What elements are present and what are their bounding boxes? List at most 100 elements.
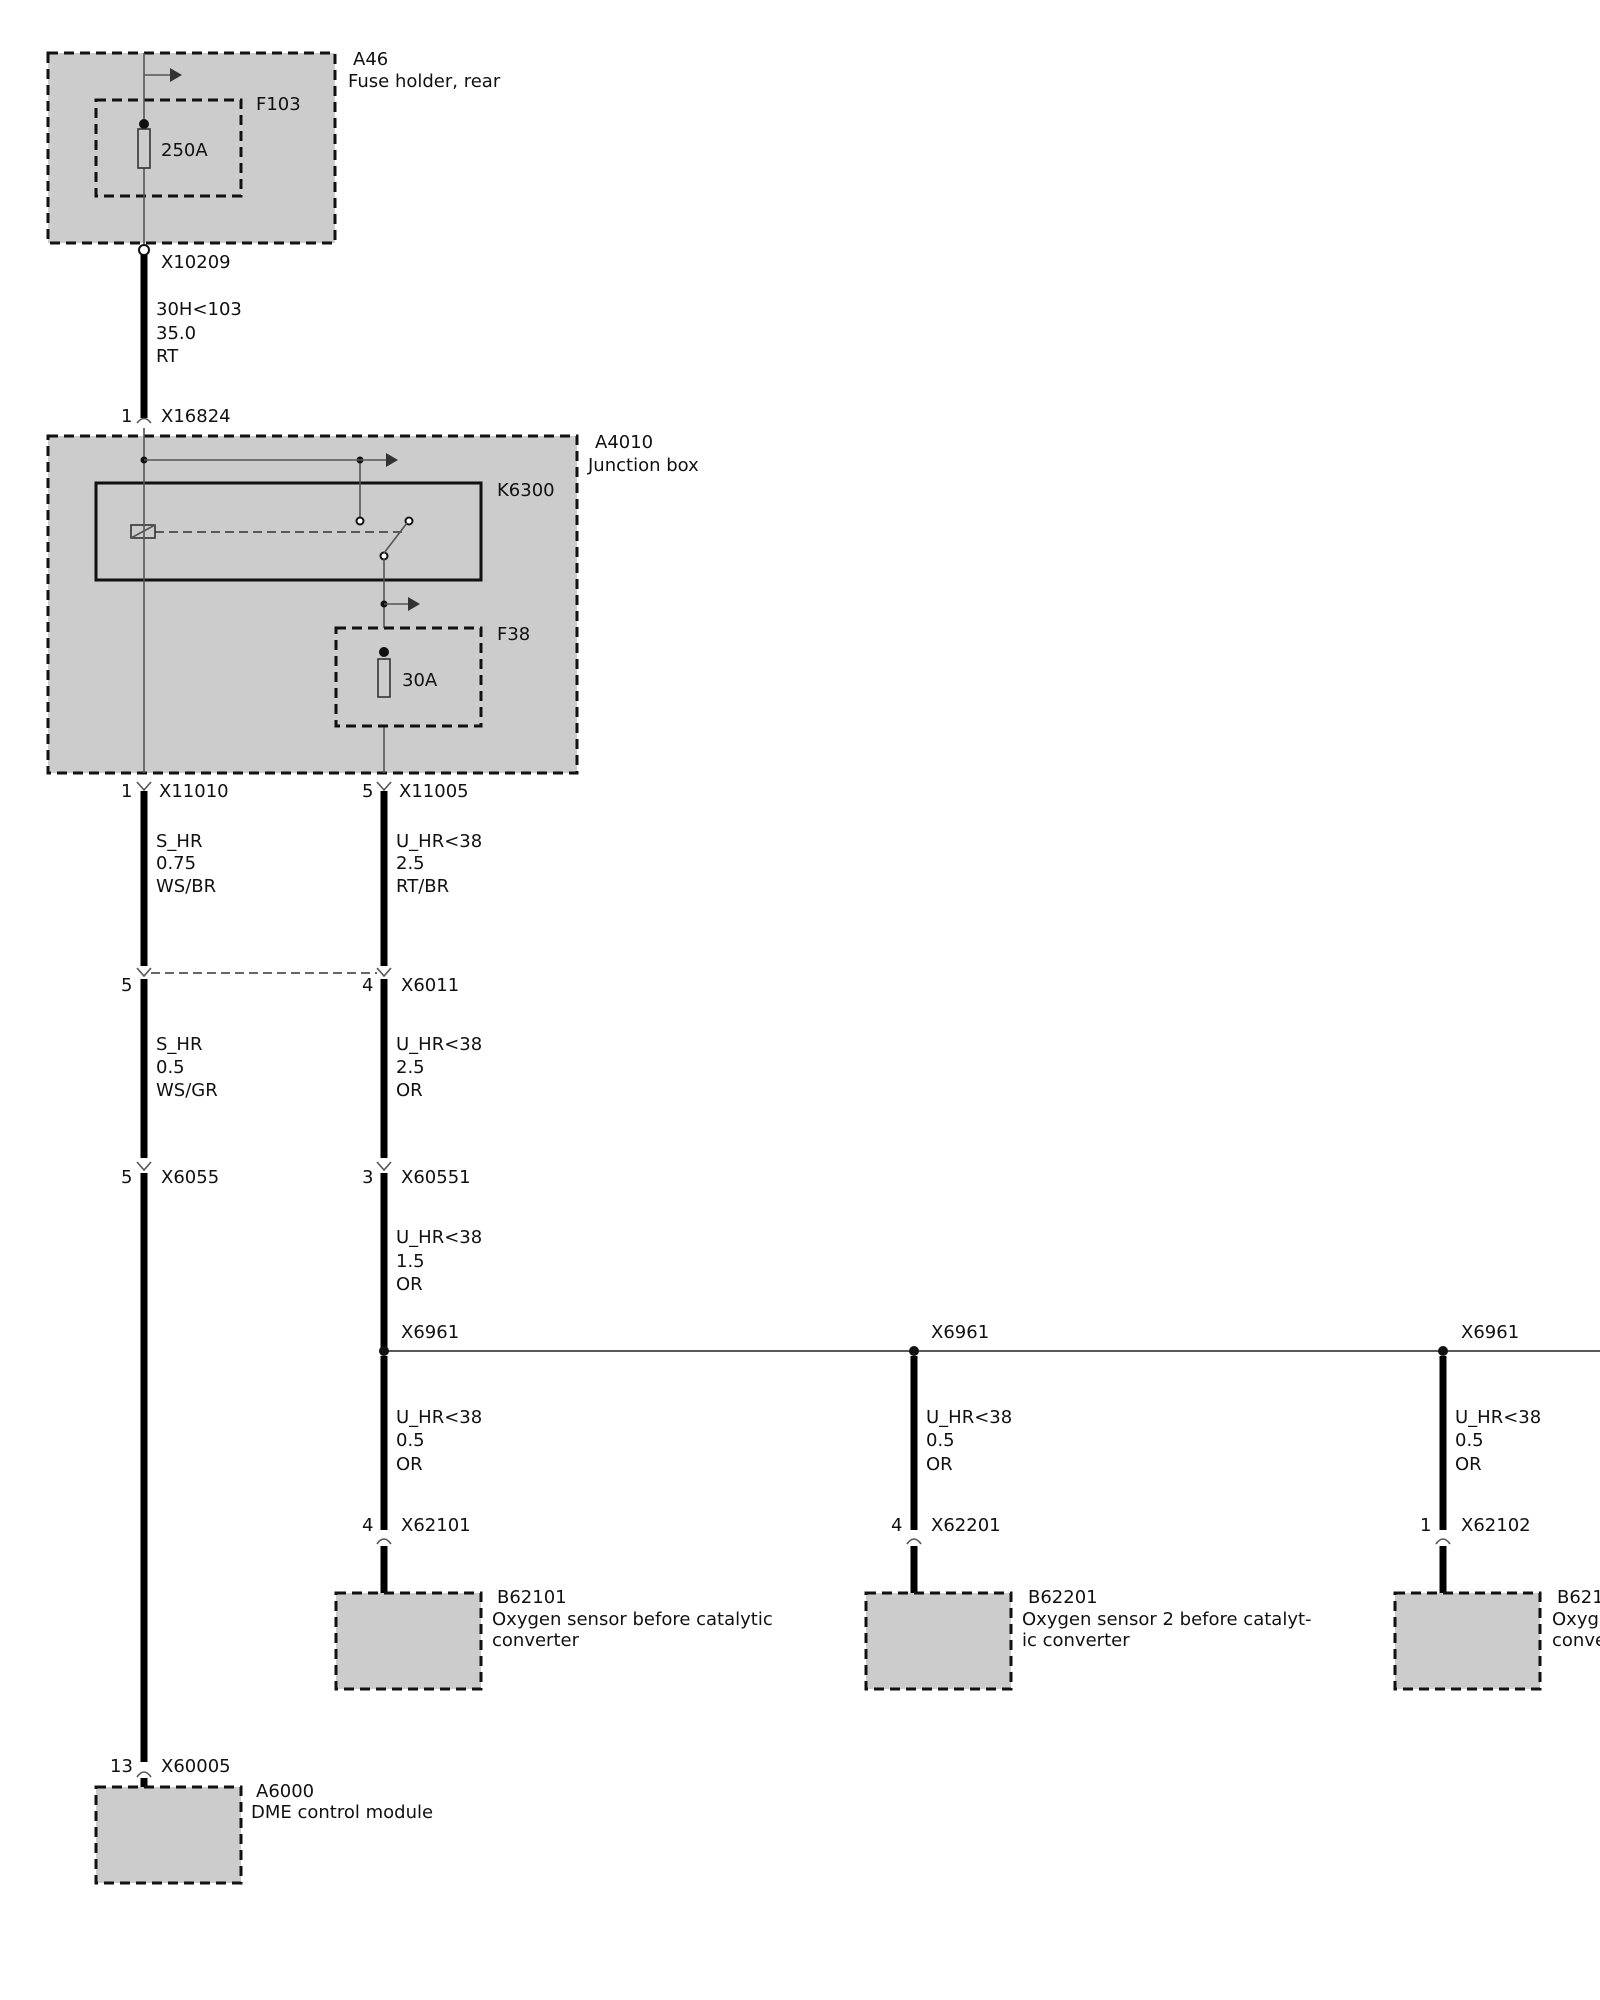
w-uhr1-signal: U_HR<38 [396,831,482,852]
component-b62101[interactable]: B62101 Oxygen sensor before catalytic co… [334,1587,773,1691]
b621xx-name-1: Oxyg [1552,1609,1599,1630]
w-uhr2-gauge: 2.5 [396,1057,425,1078]
x6011-left-pin: 5 [121,975,132,996]
x62101-id: X62101 [401,1515,471,1536]
w-uhr2-color: OR [396,1080,423,1101]
w-30h-color: RT [156,346,179,367]
b62101-name-2: converter [492,1630,580,1651]
w-uhr4-color: OR [396,1454,423,1475]
b621xx-id: B621 [1557,1587,1600,1608]
x6055-id: X6055 [161,1167,219,1188]
w-uhr4-signal: U_HR<38 [396,1407,482,1428]
x62101-pin: 4 [362,1515,373,1536]
x11005-pin: 5 [362,781,373,802]
fuse-f103[interactable]: F103 250A [94,53,301,246]
w-uhr3-gauge: 1.5 [396,1251,425,1272]
f38-id: F38 [497,624,530,645]
splice-x6961-2[interactable] [909,1346,919,1356]
splice-x6961-3[interactable] [1438,1346,1448,1356]
b62201-id: B62201 [1028,1587,1098,1608]
fuse-symbol-f103 [137,128,151,169]
w-uhr6-gauge: 0.5 [1455,1430,1484,1451]
w-uhr5-color: OR [926,1454,953,1475]
b62201-name-2: ic converter [1022,1630,1130,1651]
w-shr2-signal: S_HR [156,1034,202,1055]
pin-x6055[interactable] [136,1161,152,1172]
w-30h-signal: 30H<103 [156,299,242,320]
x11010-id: X11010 [159,781,229,802]
x11005-id: X11005 [399,781,469,802]
fuse-f38[interactable]: F38 30A [334,624,530,728]
b62201-name-1: Oxygen sensor 2 before catalyt- [1022,1609,1312,1630]
x62201-id: X62201 [931,1515,1001,1536]
w-30h-gauge: 35.0 [156,323,196,344]
pin-x6011[interactable] [376,967,392,978]
component-b621xx[interactable]: B621 Oxyg conve [1393,1587,1600,1691]
x10209-id: X10209 [161,252,231,273]
w-uhr2-signal: U_HR<38 [396,1034,482,1055]
x6055-pin: 5 [121,1167,132,1188]
x62102-pin: 1 [1420,1515,1431,1536]
w-shr1-signal: S_HR [156,831,202,852]
a4010-id: A4010 [595,432,653,453]
pin-x62101[interactable] [376,1538,392,1545]
pin-x10209[interactable] [138,244,150,256]
f38-rating: 30A [402,670,438,691]
w-uhr1-gauge: 2.5 [396,853,425,874]
w-shr2-color: WS/GR [156,1080,218,1101]
feed-arrow-a4010 [386,453,398,467]
x60551-id: X60551 [401,1167,471,1188]
f103-id: F103 [256,94,301,115]
a46-name: Fuse holder, rear [348,71,501,92]
w-uhr4-gauge: 0.5 [396,1430,425,1451]
b62101-name-1: Oxygen sensor before catalytic [492,1609,773,1630]
w-uhr6-color: OR [1455,1454,1482,1475]
x60005-id: X60005 [161,1756,231,1777]
component-a6000[interactable]: A6000 DME control module [94,1781,433,1885]
w-shr1-gauge: 0.75 [156,853,196,874]
pin-x16824[interactable] [136,417,152,424]
b62101-id: B62101 [497,1587,567,1608]
x62102-id: X62102 [1461,1515,1531,1536]
k6300-id: K6300 [497,480,555,501]
b621xx-name-2: conve [1552,1630,1600,1651]
a6000-name: DME control module [251,1802,433,1823]
pin-x11005[interactable] [376,781,392,792]
x60005-pin: 13 [110,1756,133,1777]
feed-arrow-a46 [144,68,182,82]
pin-x11010[interactable] [136,781,152,792]
pin-x62201[interactable] [906,1538,922,1545]
x16824-pin: 1 [121,406,132,427]
a4010-name: Junction box [587,455,699,476]
x60551-pin: 3 [362,1167,373,1188]
w-uhr3-signal: U_HR<38 [396,1227,482,1248]
a6000-id: A6000 [256,1781,314,1802]
x11010-pin: 1 [121,781,132,802]
x16824-id: X16824 [161,406,231,427]
w-shr2-gauge: 0.5 [156,1057,185,1078]
x6961-3-id: X6961 [1461,1322,1519,1343]
w-uhr6-signal: U_HR<38 [1455,1407,1541,1428]
a46-id: A46 [353,49,388,70]
pin-x60005[interactable] [136,1771,152,1778]
w-uhr5-gauge: 0.5 [926,1430,955,1451]
x6961-2-id: X6961 [931,1322,989,1343]
w-uhr5-signal: U_HR<38 [926,1407,1012,1428]
component-b62201[interactable]: B62201 Oxygen sensor 2 before catalyt- i… [864,1587,1312,1691]
w-uhr1-color: RT/BR [396,876,449,897]
x62201-pin: 4 [891,1515,902,1536]
pin-x62102[interactable] [1435,1538,1451,1545]
component-a4010[interactable]: A4010 Junction box [46,432,699,775]
feed-arrow-f38 [408,597,420,611]
x6961-1-id: X6961 [401,1322,459,1343]
relay-k6300[interactable]: K6300 [94,460,555,582]
pin-x60551[interactable] [376,1161,392,1172]
w-uhr3-color: OR [396,1274,423,1295]
splice-x6961-1[interactable] [379,1346,389,1356]
pin-x6011-left[interactable] [136,967,152,978]
x6011-id: X6011 [401,975,459,996]
x6011-pin: 4 [362,975,373,996]
fuse-symbol-f38 [377,658,391,698]
w-shr1-color: WS/BR [156,876,216,897]
